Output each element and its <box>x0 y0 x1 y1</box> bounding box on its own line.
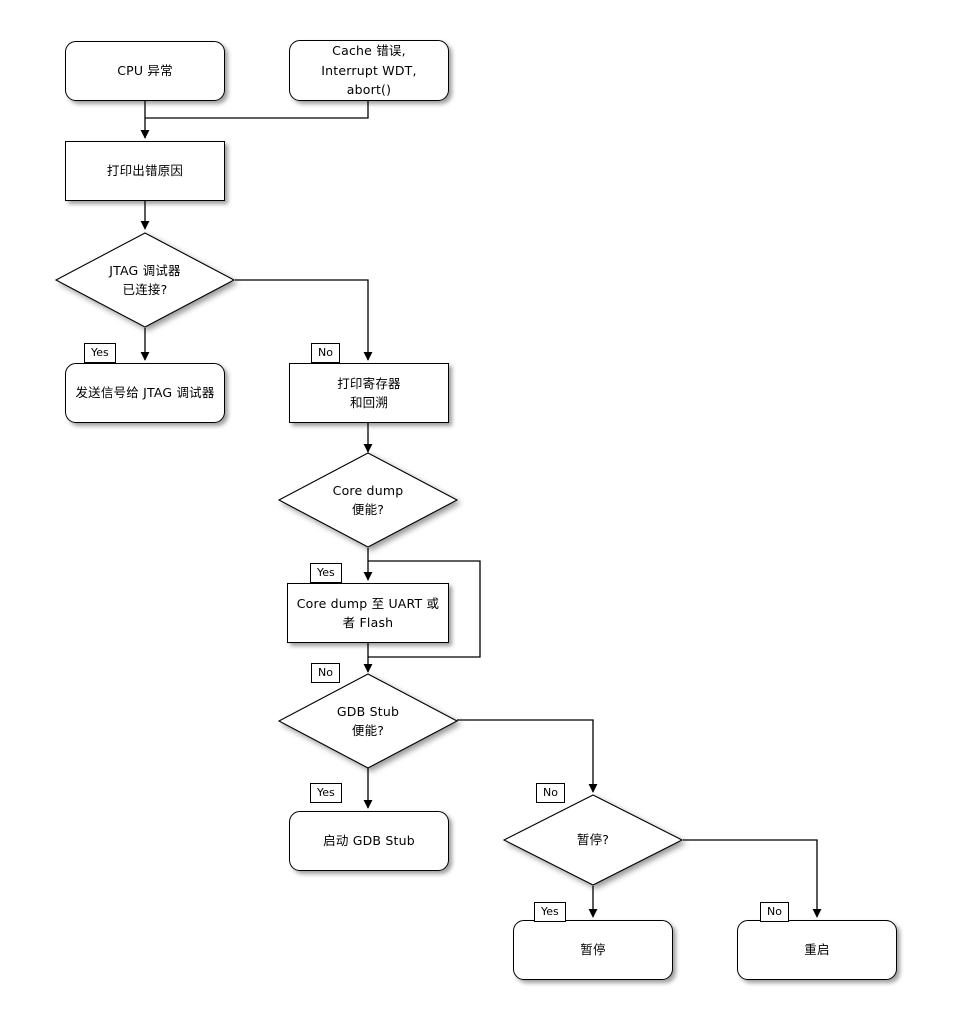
edge-label-gdbstub-yes: Yes <box>310 783 342 803</box>
node-print-reason[interactable]: 打印出错原因 <box>65 141 225 201</box>
edge-label-coredump-no: No <box>311 663 340 683</box>
node-halt-question[interactable]: 暂停? <box>502 794 684 886</box>
node-halt-question-label: 暂停? <box>576 832 610 848</box>
node-cache-error[interactable]: Cache 错误, Interrupt WDT, abort() <box>289 40 449 101</box>
edge-label-gdbstub-no: No <box>536 783 565 803</box>
node-print-registers-label: 打印寄存器 和回溯 <box>337 375 401 410</box>
node-halt-label: 暂停 <box>580 942 606 958</box>
node-start-gdbstub[interactable]: 启动 GDB Stub <box>289 811 449 871</box>
edge-label-jtag-no: No <box>311 343 340 363</box>
node-start-gdbstub-label: 启动 GDB Stub <box>323 833 415 849</box>
edge-gdbstub-no <box>457 719 598 793</box>
node-signal-jtag[interactable]: 发送信号给 JTAG 调试器 <box>65 363 225 423</box>
node-signal-jtag-label: 发送信号给 JTAG 调试器 <box>75 385 215 401</box>
node-coredump-write-label: Core dump 至 UART 或者 Flash <box>296 595 440 630</box>
edge-label-jtag-yes: Yes <box>84 343 116 363</box>
edge-label-coredump-yes: Yes <box>310 563 342 583</box>
edge-label-halt-yes: Yes <box>534 902 566 922</box>
node-print-registers[interactable]: 打印寄存器 和回溯 <box>289 363 449 423</box>
edge-jtag-no <box>235 279 373 361</box>
node-reboot[interactable]: 重启 <box>737 920 897 980</box>
node-cpu-exception[interactable]: CPU 异常 <box>65 41 225 101</box>
edge-cache-to-print <box>145 101 369 119</box>
node-cpu-exception-label: CPU 异常 <box>117 63 173 79</box>
node-cache-error-label: Cache 错误, Interrupt WDT, abort() <box>321 43 417 98</box>
node-reboot-label: 重启 <box>804 942 830 958</box>
node-gdbstub-enabled-label: GDB Stub 便能? <box>336 703 400 738</box>
edge-halt-no <box>683 839 822 918</box>
node-coredump-enabled-label: Core dump 便能? <box>332 482 404 517</box>
node-gdbstub-enabled[interactable]: GDB Stub 便能? <box>277 673 459 769</box>
node-halt[interactable]: 暂停 <box>513 920 673 980</box>
node-coredump-enabled[interactable]: Core dump 便能? <box>277 452 459 548</box>
edge-label-halt-no: No <box>760 902 789 922</box>
node-jtag-connected-label: JTAG 调试器 已连接? <box>109 262 181 297</box>
node-jtag-connected[interactable]: JTAG 调试器 已连接? <box>54 232 236 328</box>
node-print-reason-label: 打印出错原因 <box>106 163 184 179</box>
node-coredump-write[interactable]: Core dump 至 UART 或者 Flash <box>287 583 449 643</box>
